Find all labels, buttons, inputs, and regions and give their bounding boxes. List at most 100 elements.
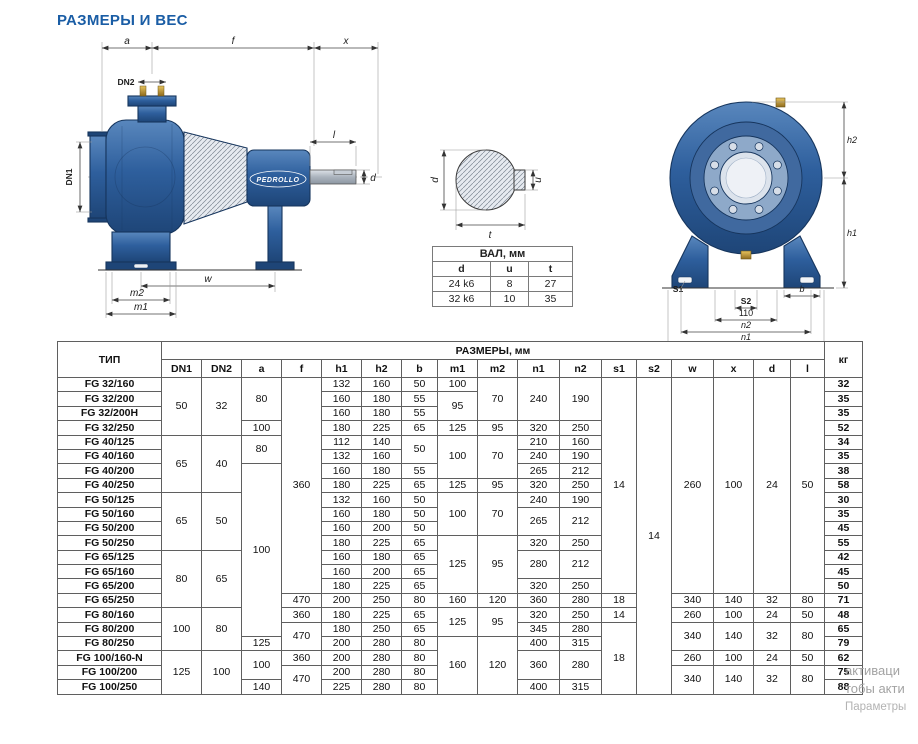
shaft-d-value: 32 k6 [432,291,491,307]
dim-h1: 180 [321,621,362,638]
pump-model: FG 40/250 [57,477,162,494]
pump-model: FG 65/200 [57,578,162,594]
dim-m1: 100 [437,434,478,479]
dim-s2: 14 [636,377,672,695]
weight-kg: 42 [824,549,863,566]
dim-label-n2: n2 [741,320,751,330]
dim-d: 24 [753,607,791,623]
dim-h1: 200 [321,636,362,652]
col-header-l: l [790,359,825,378]
dim-b: 50 [401,492,438,508]
dim-n2: 190 [559,492,602,508]
col-header-w: w [671,359,714,378]
dim-DN1: 50 [161,377,202,436]
dim-b: 50 [401,376,438,393]
dim-m1: 160 [437,636,478,695]
dim-label-shaft-u: u [533,177,544,183]
dim-d: 32 [753,592,791,609]
dim-label-s2: S2 [741,296,752,306]
dim-m1: 125 [437,420,478,436]
shaft-col-u: u [490,261,529,277]
dim-f: 360 [281,607,322,623]
dim-n2: 280 [559,621,602,638]
pump-model: FG 100/160-N [57,650,162,666]
shaft-dimensions: d u t [430,149,544,241]
dim-n2: 250 [559,578,602,594]
dim-b: 80 [401,679,438,695]
col-header-h1: h1 [321,359,362,378]
shaft-u-value: 10 [490,291,529,307]
col-header-DN1: DN1 [161,359,202,378]
dim-s1: 18 [601,621,637,695]
brand-logo: PEDROLLO [257,177,300,184]
dim-h2: 180 [361,391,402,407]
vent-plug [775,97,786,108]
dim-h2: 280 [361,650,402,666]
watermark-line: активаци [845,663,900,678]
dim-h2: 280 [361,679,402,695]
dim-f: 470 [281,621,322,652]
foot-slot [799,276,815,284]
shaft-u-value: 8 [490,276,529,292]
dim-l: 50 [790,650,825,666]
dim-h1: 180 [321,477,362,494]
dim-n1: 320 [517,477,560,494]
dim-h2: 280 [361,636,402,652]
dim-a: 100 [241,420,282,436]
dim-n2: 315 [559,636,602,652]
col-header-DN2: DN2 [201,359,242,378]
dim-h2: 180 [361,549,402,566]
dim-h2: 140 [361,434,402,450]
dim-label-w: w [204,274,212,285]
pump-model: FG 65/160 [57,564,162,580]
dim-m2: 95 [477,535,518,594]
dim-DN2: 40 [201,434,242,494]
dim-h2: 160 [361,492,402,508]
dim-DN2: 50 [201,492,242,551]
col-header-h2: h2 [361,359,402,378]
dim-n1: 240 [517,492,560,508]
pump-model: FG 40/125 [57,434,162,450]
dim-w: 260 [671,607,714,623]
col-header-s1: s1 [601,359,637,378]
dim-label-m2: m2 [130,288,144,299]
pump-model: FG 40/200 [57,463,162,479]
dim-s1: 14 [601,377,637,594]
dim-label-l: l [333,130,336,141]
weight-kg: 79 [824,636,863,652]
weight-kg: 35 [824,448,863,465]
dim-DN1: 100 [161,607,202,652]
dim-b: 65 [401,578,438,594]
pump-model: FG 32/200H [57,405,162,422]
dim-label-dn1: DN1 [64,168,74,185]
dim-n2: 250 [559,420,602,436]
weight-kg: 38 [824,463,863,479]
weight-kg: 58 [824,477,863,494]
weight-kg: 32 [824,376,863,393]
dim-DN2: 32 [201,377,242,436]
page-title: РАЗМЕРЫ И ВЕС [57,12,188,29]
dim-h1: 180 [321,607,362,623]
dim-h2: 225 [361,420,402,436]
dim-h1: 132 [321,376,362,393]
dim-m1: 160 [437,592,478,609]
pump-front-view-drawing: h2 h1 S1 b S2 110 n2 n1 [662,97,857,347]
dim-h1: 132 [321,492,362,508]
dim-label-s1: S1 [673,284,684,294]
dim-l: 80 [790,664,825,695]
flange-stud [157,85,165,97]
dim-h1: 180 [321,420,362,436]
dim-label-n1: n1 [741,332,751,342]
suction-flange [89,135,107,219]
dim-b: 80 [401,664,438,681]
dim-n1: 400 [517,636,560,652]
dim-h2: 225 [361,607,402,623]
dim-label-h1: h1 [847,228,857,238]
